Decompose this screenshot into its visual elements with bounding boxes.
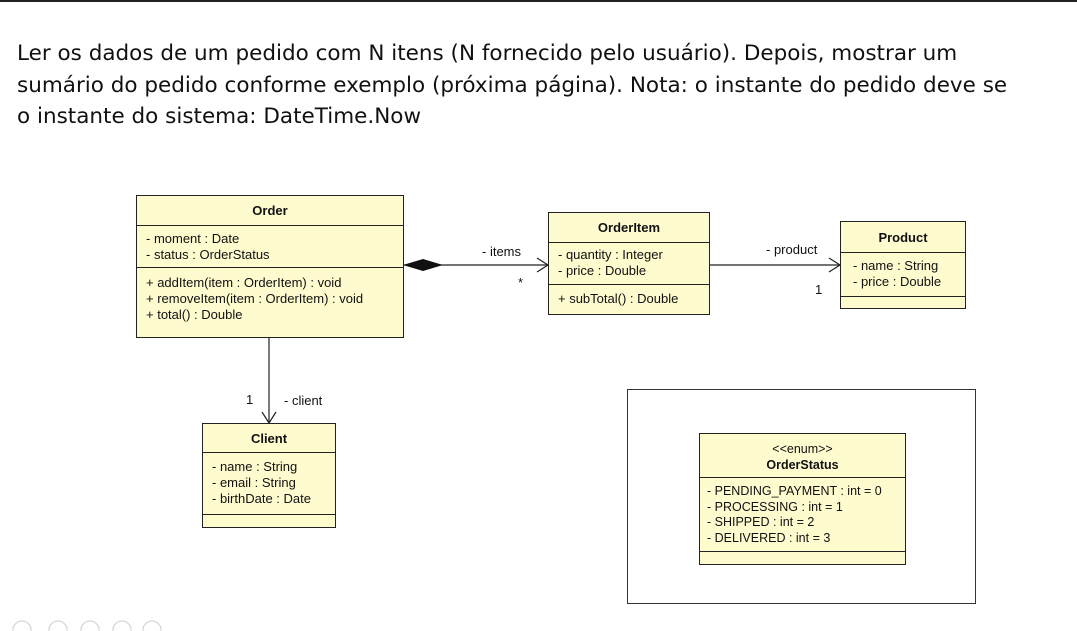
client-multiplicity-label: 1: [246, 392, 254, 407]
product-multiplicity-label: 1: [815, 282, 823, 297]
orderstatus-methods: [700, 552, 905, 563]
enum-stereotype: <<enum>>: [772, 442, 833, 456]
product-attribute: - price : Double: [853, 274, 942, 289]
enum-literal: - PENDING_PAYMENT : int = 0: [707, 484, 882, 498]
intro-line-1: Ler os dados de um pedido com N itens (N…: [17, 41, 958, 66]
items-role-label: - items: [482, 244, 521, 259]
orderitem-method: + subTotal() : Double: [558, 291, 679, 306]
order-method: + addItem(item : OrderItem) : void: [146, 275, 342, 290]
more-icon[interactable]: [142, 620, 162, 631]
order-attribute: - moment : Date: [146, 231, 240, 246]
order-method: + removeItem(item : OrderItem) : void: [146, 291, 364, 306]
orderitem-methods: + subTotal() : Double: [549, 285, 709, 310]
orderstatus-enum[interactable]: <<enum>> OrderStatus - PENDING_PAYMENT :…: [699, 433, 906, 565]
product-methods: [841, 297, 965, 307]
client-methods: [203, 515, 335, 526]
orderstatus-header: <<enum>> OrderStatus: [700, 434, 905, 478]
client-class[interactable]: Client - name : String - email : String …: [202, 423, 336, 528]
enum-literal: - DELIVERED : int = 3: [707, 530, 831, 545]
client-attribute: - birthDate : Date: [212, 491, 311, 506]
orderitem-attribute: - price : Double: [558, 263, 647, 278]
intro-text: Ler os dados de um pedido com N itens (N…: [17, 38, 1077, 133]
client-attribute: - name : String: [212, 459, 298, 474]
order-method: + total() : Double: [146, 307, 243, 322]
composition-diamond-icon: [403, 259, 443, 271]
slide-controls: [12, 620, 162, 631]
client-class-name: Client: [203, 424, 335, 453]
orderstatus-class-name: OrderStatus: [766, 458, 839, 472]
top-border-line: [0, 0, 1077, 2]
client-role-label: - client: [284, 393, 323, 408]
product-attributes: - name : String - price : Double: [841, 253, 965, 297]
product-role-label: - product: [766, 242, 818, 257]
order-attribute: - status : OrderStatus: [146, 247, 270, 262]
orderstatus-literals: - PENDING_PAYMENT : int = 0 - PROCESSING…: [700, 478, 905, 552]
pen-icon[interactable]: [48, 620, 68, 631]
enum-literal: - PROCESSING : int = 1: [707, 499, 843, 514]
zoom-icon[interactable]: [80, 620, 100, 631]
client-attributes: - name : String - email : String - birth…: [203, 453, 335, 515]
orderitem-attributes: - quantity : Integer - price : Double: [549, 243, 709, 285]
order-class-name: Order: [137, 196, 403, 226]
product-class[interactable]: Product - name : String - price : Double: [840, 221, 966, 309]
client-attribute: - email : String: [212, 475, 296, 490]
product-attribute: - name : String: [853, 258, 939, 273]
items-multiplicity-label: *: [518, 275, 524, 290]
view-icon[interactable]: [112, 620, 132, 631]
enum-literal: - SHIPPED : int = 2: [707, 515, 815, 529]
orderitem-class[interactable]: OrderItem - quantity : Integer - price :…: [548, 212, 710, 315]
product-class-name: Product: [841, 222, 965, 253]
order-methods: + addItem(item : OrderItem) : void + rem…: [137, 268, 403, 326]
order-attributes: - moment : Date - status : OrderStatus: [137, 226, 403, 268]
prev-icon[interactable]: [12, 620, 32, 631]
orderitem-attribute: - quantity : Integer: [558, 247, 663, 262]
orderitem-class-name: OrderItem: [549, 213, 709, 243]
intro-line-3: o instante do sistema: DateTime.Now: [17, 104, 422, 129]
order-class[interactable]: Order - moment : Date - status : OrderSt…: [136, 195, 404, 338]
intro-line-2: sumário do pedido conforme exemplo (próx…: [17, 72, 1008, 98]
